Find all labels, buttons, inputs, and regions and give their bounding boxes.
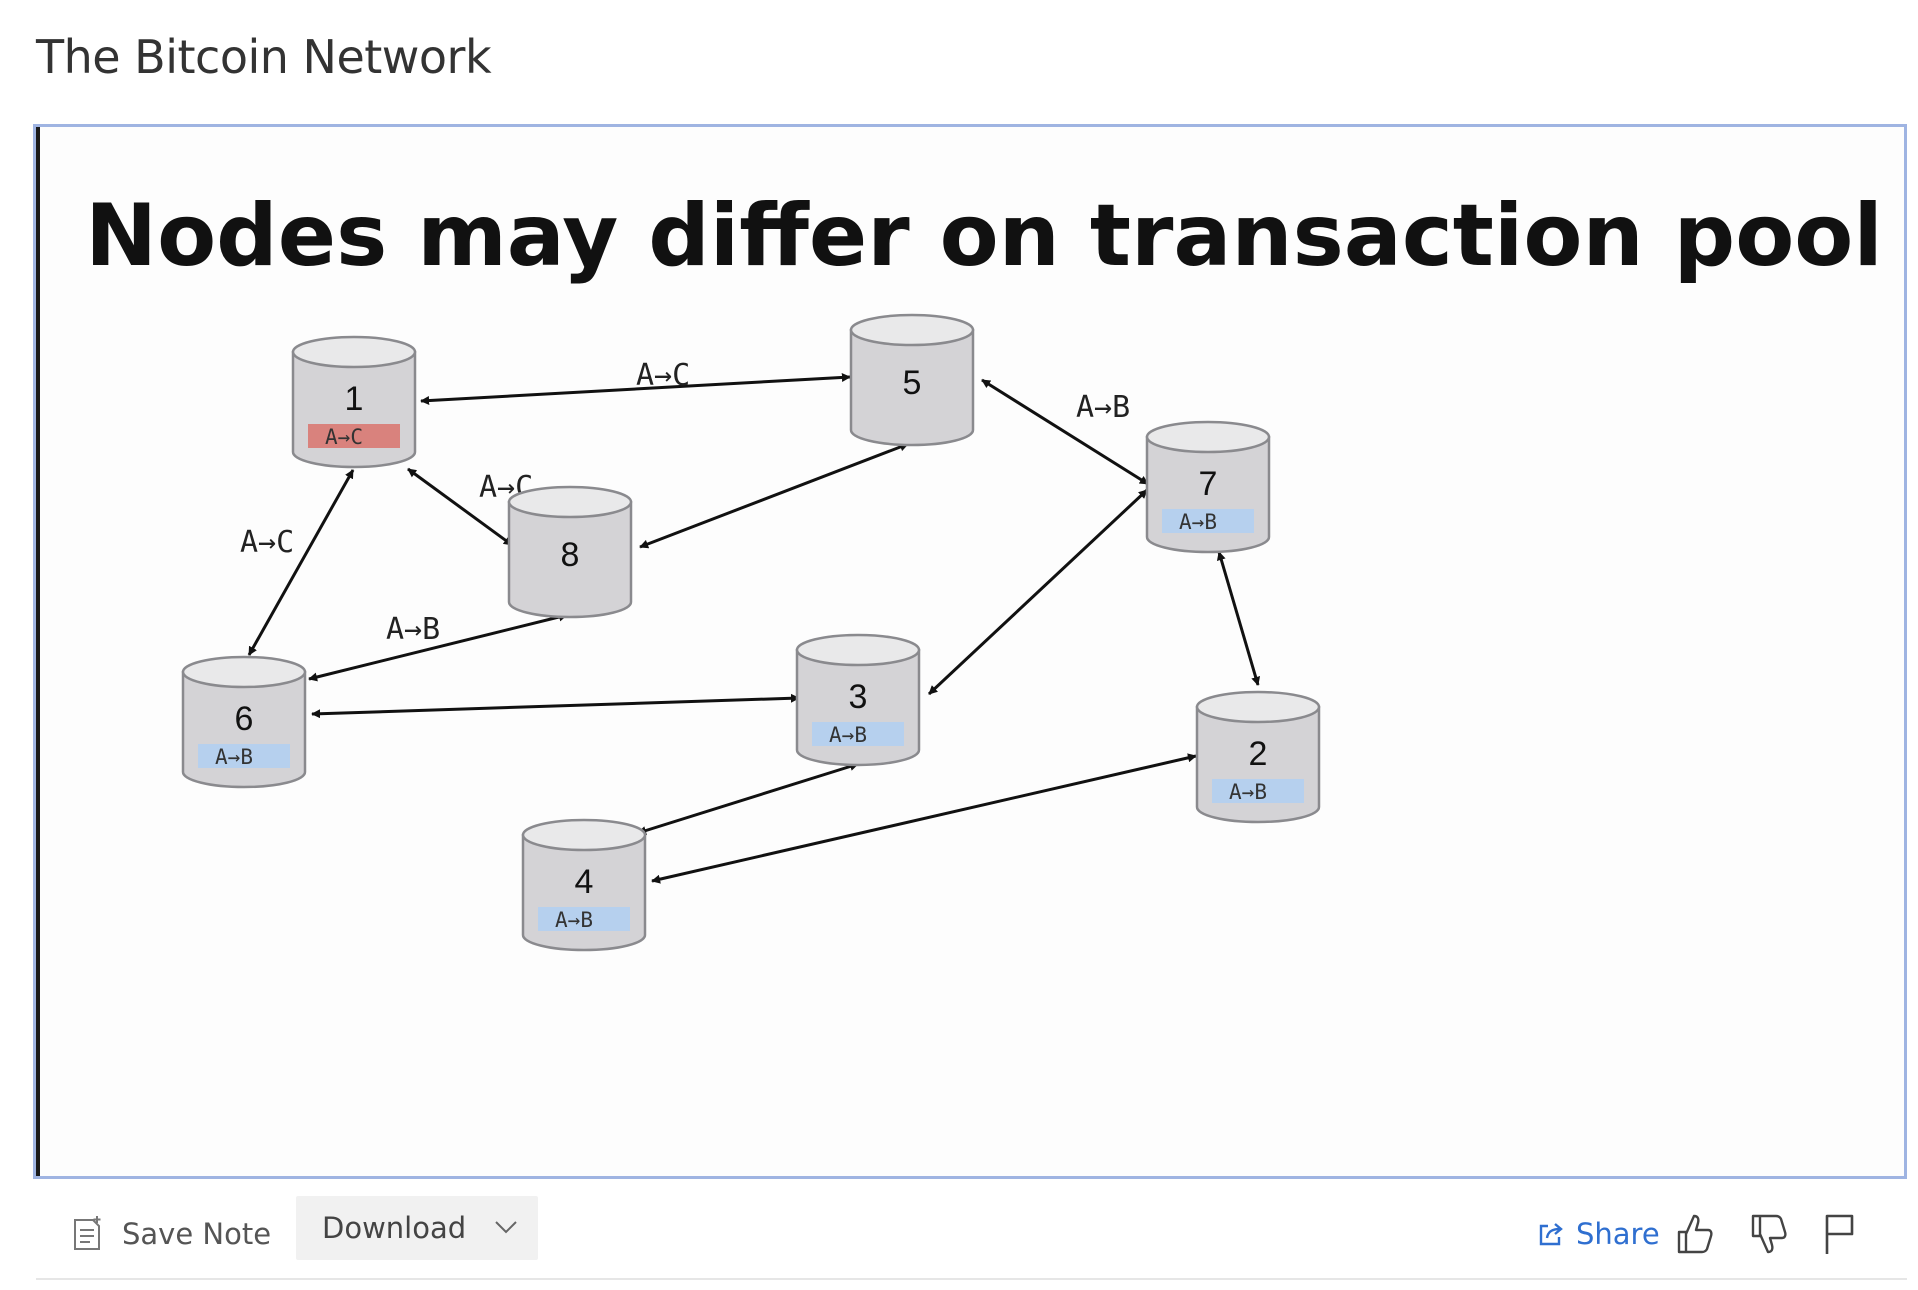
node-top xyxy=(795,633,921,667)
note-icon xyxy=(74,1216,101,1250)
node-top xyxy=(849,313,975,347)
edge-label-1-6: A→C xyxy=(240,525,294,560)
node-8: 8 xyxy=(507,485,633,619)
edge-5-7 xyxy=(981,378,1149,486)
node-3: 3A→B xyxy=(795,633,921,767)
pool-badge xyxy=(1162,509,1254,533)
edge-7-2 xyxy=(1216,551,1261,686)
like-button[interactable] xyxy=(1670,1204,1720,1264)
node-label: 6 xyxy=(235,700,254,738)
edge-3-4 xyxy=(637,762,859,835)
node-5: 5 xyxy=(849,313,975,447)
save-note-button[interactable]: Save Note xyxy=(72,1206,271,1262)
pool-badge xyxy=(538,907,630,931)
share-button[interactable]: Share xyxy=(1536,1206,1660,1262)
node-2: 2A→B xyxy=(1195,690,1321,824)
thumbs-down-icon xyxy=(1751,1214,1787,1254)
edge-5-8 xyxy=(639,442,909,549)
pool-badge-text: A→B xyxy=(1229,780,1267,804)
node-6: 6A→B xyxy=(181,655,307,789)
edge-4-2 xyxy=(651,753,1197,884)
node-label: 4 xyxy=(575,863,594,901)
node-label: 7 xyxy=(1199,465,1218,503)
pool-badge xyxy=(1212,779,1304,803)
node-7: 7A→B xyxy=(1145,420,1271,554)
node-label: 8 xyxy=(561,536,580,574)
node-top xyxy=(507,485,633,519)
share-label: Share xyxy=(1576,1217,1660,1251)
edge-7-3 xyxy=(927,488,1149,696)
node-label: 3 xyxy=(849,678,868,716)
pool-badge xyxy=(812,722,904,746)
page-title: The Bitcoin Network xyxy=(36,30,492,84)
edge-1-5 xyxy=(420,372,851,406)
node-top xyxy=(1195,690,1321,724)
edge-label-8-6: A→B xyxy=(386,612,440,647)
network-diagram: Nodes may differ on transaction pool A→C… xyxy=(85,186,1883,952)
pool-badge-text: A→C xyxy=(325,425,363,449)
node-top xyxy=(181,655,307,689)
edge-1-8 xyxy=(407,467,513,547)
edge-8-6 xyxy=(308,612,568,682)
node-top xyxy=(1145,420,1271,454)
node-label: 2 xyxy=(1249,735,1268,773)
flag-button[interactable] xyxy=(1814,1204,1864,1264)
pool-badge-text: A→B xyxy=(215,745,253,769)
node-top xyxy=(291,335,417,369)
node-label: 1 xyxy=(345,380,364,418)
pool-badge-text: A→B xyxy=(829,723,867,747)
thumbs-up-icon xyxy=(1677,1214,1713,1254)
edge-6-3 xyxy=(311,693,800,719)
chevron-down-icon xyxy=(495,1221,517,1234)
edge-label-5-7: A→B xyxy=(1076,390,1130,425)
dislike-button[interactable] xyxy=(1744,1204,1794,1264)
edge-1-6 xyxy=(247,469,355,656)
node-body xyxy=(849,328,975,447)
node-top xyxy=(521,818,647,852)
slide-heading: Nodes may differ on transaction pool xyxy=(85,186,1883,286)
save-note-label: Save Note xyxy=(122,1217,272,1251)
download-label: Download xyxy=(322,1211,467,1245)
video-toolbar: Save Note Download Share xyxy=(36,1190,1907,1280)
node-1: 1A→C xyxy=(291,335,417,469)
node-label: 5 xyxy=(903,364,922,402)
pool-badge-text: A→B xyxy=(555,908,593,932)
slide-viewer[interactable]: Nodes may differ on transaction pool A→C… xyxy=(33,124,1907,1179)
share-icon xyxy=(1539,1223,1563,1246)
pool-badge xyxy=(308,424,400,448)
flag-icon xyxy=(1825,1214,1854,1254)
node-4: 4A→B xyxy=(521,818,647,952)
pool-badge-text: A→B xyxy=(1179,510,1217,534)
node-body xyxy=(507,500,633,619)
download-dropdown[interactable]: Download xyxy=(296,1196,538,1260)
pool-badge xyxy=(198,744,290,768)
edges-layer: A→C A→B A→C A→C A→B xyxy=(240,358,1261,884)
edge-label-1-5: A→C xyxy=(636,358,690,393)
